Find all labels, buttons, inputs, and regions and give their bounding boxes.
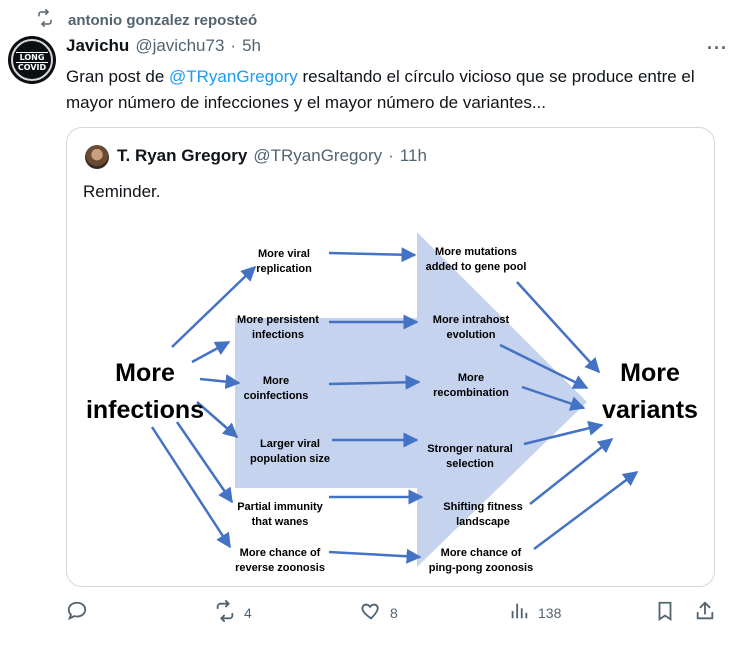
left-node-3a: More — [263, 375, 289, 387]
right-node-4b: selection — [446, 458, 494, 470]
avatar[interactable]: LONG COVID — [8, 36, 56, 84]
right-node-6b: ping-pong zoonosis — [429, 562, 533, 574]
post-header: Javichu @javichu73 · 5h — [66, 36, 261, 56]
left-label-line2: infections — [86, 396, 204, 424]
right-node-6a: More chance of — [441, 547, 522, 559]
post-text-part: Gran post de — [66, 67, 170, 86]
separator-dot: · — [230, 36, 237, 55]
left-node-6b: reverse zoonosis — [235, 562, 325, 574]
left-node-4a: Larger viral — [260, 438, 320, 450]
big-arrow-shape — [235, 232, 587, 567]
left-node-4b: population size — [250, 453, 330, 465]
quoted-author-name: T. Ryan Gregory — [117, 146, 248, 165]
left-node-2a: More persistent — [237, 314, 319, 326]
repost-button[interactable]: 4 — [214, 600, 252, 625]
like-button[interactable]: 8 — [360, 600, 398, 625]
quoted-header: T. Ryan Gregory @TRyanGregory · 11h — [117, 146, 427, 166]
share-button[interactable] — [694, 600, 716, 625]
post-time[interactable]: 5h — [242, 36, 261, 55]
quoted-time: 11h — [399, 146, 427, 165]
left-node-1b: replication — [256, 263, 312, 275]
right-node-5b: landscape — [456, 516, 510, 528]
repost-icon — [36, 9, 54, 31]
left-node-6a: More chance of — [240, 547, 321, 559]
author-name[interactable]: Javichu — [66, 36, 130, 55]
right-label-line2: variants — [602, 396, 698, 424]
right-node-2b: evolution — [447, 329, 496, 341]
right-node-5a: Shifting fitness — [443, 501, 522, 513]
repost-indicator[interactable]: antonio gonzalez reposteó — [36, 9, 258, 31]
share-icon — [694, 600, 716, 625]
diagram-arrows — [150, 247, 639, 564]
more-options-icon[interactable]: ··· — [707, 38, 728, 58]
separator-dot: · — [388, 146, 394, 165]
quoted-text: Reminder. — [83, 182, 161, 201]
quoted-author-handle: @TRyanGregory — [253, 146, 383, 165]
left-node-5a: Partial immunity — [237, 501, 323, 513]
right-node-1a: More mutations — [435, 246, 517, 258]
views-button[interactable]: 138 — [508, 600, 561, 625]
post-text: Gran post de @TRyanGregory resaltando el… — [66, 64, 726, 116]
repost-label: antonio gonzalez reposteó — [68, 11, 258, 29]
views-icon — [508, 600, 530, 625]
right-node-4a: Stronger natural — [427, 443, 513, 455]
right-node-1b: added to gene pool — [426, 261, 527, 273]
right-node-3b: recombination — [433, 387, 509, 399]
right-node-2a: More intrahost — [433, 314, 510, 326]
avatar-text-1: LONG — [16, 52, 48, 63]
author-handle[interactable]: @javichu73 — [135, 36, 225, 55]
quoted-post[interactable]: T. Ryan Gregory @TRyanGregory · 11h Remi… — [66, 127, 715, 587]
diagram-image[interactable]: More infections More variants More viral… — [67, 212, 714, 582]
bookmark-icon — [654, 600, 676, 625]
reply-button[interactable] — [66, 600, 96, 625]
avatar-text-2: COVID — [17, 63, 47, 72]
heart-icon — [360, 600, 382, 625]
left-node-2b: infections — [252, 329, 304, 341]
like-count: 8 — [390, 604, 398, 621]
quoted-avatar[interactable] — [85, 145, 109, 169]
reply-icon — [66, 600, 88, 625]
mention-link[interactable]: @TRyanGregory — [169, 67, 298, 86]
repost-icon — [214, 600, 236, 625]
views-count: 138 — [538, 604, 562, 621]
action-bar: 4 8 138 — [0, 600, 750, 634]
left-label-line1: More — [115, 359, 175, 387]
repost-count: 4 — [244, 604, 252, 621]
left-node-1a: More viral — [258, 248, 310, 260]
left-node-5b: that wanes — [252, 516, 309, 528]
right-node-3a: More — [458, 372, 484, 384]
bookmark-button[interactable] — [654, 600, 676, 625]
right-label-line1: More — [620, 359, 680, 387]
left-node-3b: coinfections — [244, 390, 309, 402]
post-text-part: resaltando el círculo vicioso que se pro… — [66, 67, 695, 112]
